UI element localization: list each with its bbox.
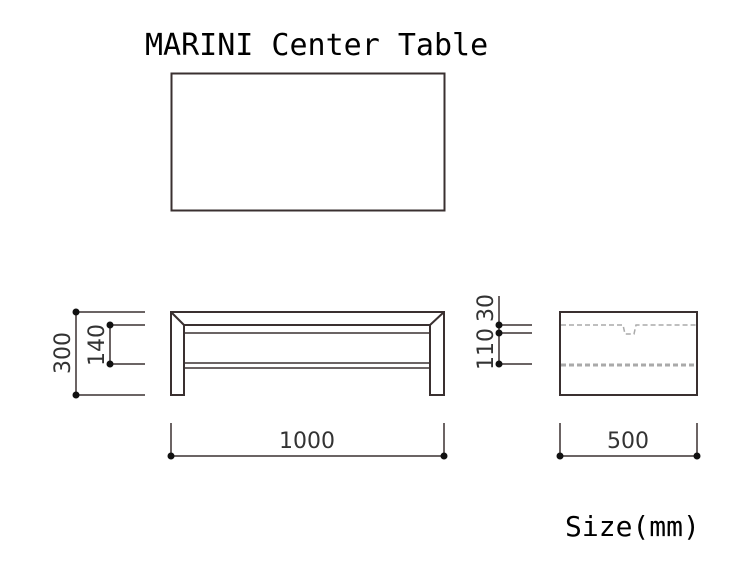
height-label: 300 xyxy=(51,332,76,374)
height-dimension xyxy=(72,308,145,399)
title: MARINI Center Table xyxy=(145,28,488,63)
width-label: 1000 xyxy=(279,429,335,454)
unit-label: Size(mm) xyxy=(565,510,700,543)
front-view xyxy=(170,311,445,396)
top-thickness-label: 30 xyxy=(474,294,499,322)
top-view xyxy=(170,72,446,212)
side-view xyxy=(559,311,698,396)
depth-dimension xyxy=(556,423,701,460)
side-shelf-gap-label: 110 xyxy=(474,328,499,370)
depth-label: 500 xyxy=(607,429,649,454)
width-dimension xyxy=(167,423,448,460)
shelf-gap-label: 140 xyxy=(85,324,110,366)
side-dimension xyxy=(495,296,532,368)
